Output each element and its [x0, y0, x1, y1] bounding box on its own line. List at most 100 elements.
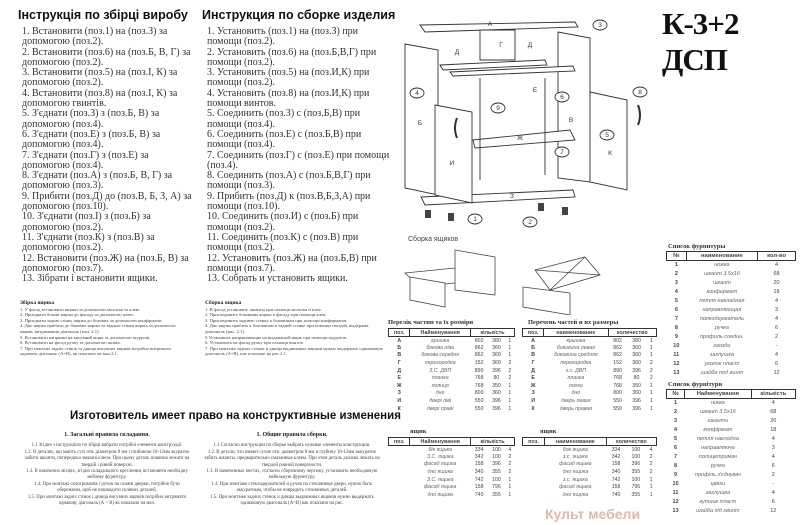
section-heading: Сборка ящика — [205, 300, 242, 306]
table-cell — [389, 483, 410, 491]
label-k: К — [608, 150, 612, 157]
instruction-step: 3. Встановити (поз.5) на (поз.І, К) за д… — [22, 67, 178, 89]
table-cell: 396 — [492, 405, 501, 412]
table-cell: 6 — [674, 306, 678, 313]
leg-icon — [538, 203, 544, 211]
table-cell: 158 — [611, 461, 621, 468]
rule-line: 1.5. При монтаже задних стенок и днища в… — [210, 494, 374, 507]
part-door-right-k — [589, 91, 628, 191]
instruction-step: 5. З'єднати (поз.З) з (поз.Б, В) за допо… — [22, 108, 160, 130]
table-cell: В — [531, 352, 535, 359]
table-cell: 380 — [632, 337, 641, 344]
table-cell: направляющая — [702, 306, 742, 313]
table-cell: - — [772, 480, 775, 487]
section-heading: 1. Общие правила сборки. — [256, 432, 328, 438]
part-side-right-v — [557, 31, 591, 183]
table-cell: 2 — [508, 360, 512, 367]
table-cell: 740 — [474, 491, 484, 498]
instruction-step: 11. З'єднати (поз.К) з (поз.В) за допомо… — [22, 231, 155, 254]
table-cell: 6 — [775, 360, 779, 367]
table-cell: 2 — [508, 461, 512, 468]
table-cell: 4 — [775, 262, 779, 268]
table-cell: 360 — [492, 360, 501, 367]
table-cell: 355 — [631, 469, 641, 476]
table-cell: 2 — [649, 469, 653, 476]
table-cell: Г — [397, 360, 401, 367]
ua-drawers-title: ящик — [410, 428, 427, 435]
column-header: № — [666, 251, 687, 261]
table-cell: ручка — [714, 324, 729, 331]
table-cell: 350 — [492, 382, 501, 389]
callout-3: 3 — [598, 22, 602, 29]
table-cell: 796 — [631, 484, 641, 491]
table-cell: В — [397, 352, 402, 359]
table-cell: 768 — [613, 382, 622, 389]
table-cell: 5 — [674, 297, 678, 304]
table-cell: 4 — [674, 288, 678, 295]
table-cell: фасад ящика — [559, 461, 592, 468]
instruction-step: 1. Встановити (поз.1) на (поз.З) за допо… — [22, 26, 168, 48]
table-cell: 742 — [474, 476, 484, 483]
rule-line: 7. При монтажі задніх стінок та днища ви… — [20, 345, 171, 357]
table-cell: 158 — [474, 484, 484, 491]
table-cell: шкант 3.5х16 — [699, 408, 736, 415]
table-cell: З.С. ДВП — [429, 367, 452, 374]
table-cell: 396 — [492, 367, 501, 374]
table-cell: 10 — [672, 480, 679, 487]
table-cell: 550 — [474, 405, 484, 412]
table-cell: бік ящика — [428, 446, 452, 453]
table-cell: 2 — [674, 408, 678, 415]
table-cell — [523, 476, 545, 484]
table-cell: шканти — [707, 417, 729, 424]
rule-line: 5.Установить направляющие на выдвижной я… — [205, 334, 347, 340]
rule-line: 1.3. В намічених місцях, згідно складаль… — [26, 469, 188, 481]
table-cell: 2 — [649, 367, 653, 374]
table-cell: 890 — [613, 367, 622, 374]
table-cell: И — [397, 398, 402, 405]
table-cell: 862 — [613, 344, 622, 351]
table-cell: 550 — [613, 405, 622, 412]
table-cell: 12 — [673, 360, 680, 367]
table-cell: кришка — [431, 337, 450, 344]
rule-line: 1.3. В намеченных местах, согласно сборо… — [206, 469, 378, 481]
table-cell: 1 — [649, 344, 653, 351]
rule-line: 1.1 Согласно инструкции по сборке выбрат… — [213, 443, 371, 449]
table-cell: кутник пласт — [699, 498, 737, 505]
ua-instructions-list: 1. Встановити (поз.1) на (поз.З) за допо… — [22, 26, 197, 284]
table-cell: двері праві — [427, 405, 454, 412]
table-cell: конфірмат — [703, 426, 733, 433]
table-cell: 360 — [492, 344, 501, 351]
instruction-step: 6. З'єднати (поз.Е) з (поз.Б, В) за допо… — [22, 128, 161, 151]
rule-line: 4. Дно ящика прибить к боковинам и задне… — [205, 323, 369, 334]
label-a: А — [488, 21, 493, 28]
instruction-step: 9. Прибить (поз.Д) к (поз.В,Б,З,А) при п… — [207, 190, 371, 213]
instruction-step: 11. Соединить (поз.К) с (поз.В) при помо… — [207, 231, 359, 254]
table-cell: 380 — [492, 337, 501, 344]
part-door-left-i — [434, 104, 473, 204]
ua-parts-title: Перелік частин та їх розміри — [388, 319, 474, 326]
rule-line: 6. Встановити на фасад ручку за допомого… — [20, 340, 121, 346]
part-bottom-z — [420, 189, 576, 206]
table-cell: 342 — [474, 453, 484, 460]
table-cell: полицетримач — [698, 453, 737, 460]
rule-line: 3. Присоединить заднюю стенку к боковина… — [205, 317, 348, 323]
table-cell: ручка — [710, 462, 725, 469]
